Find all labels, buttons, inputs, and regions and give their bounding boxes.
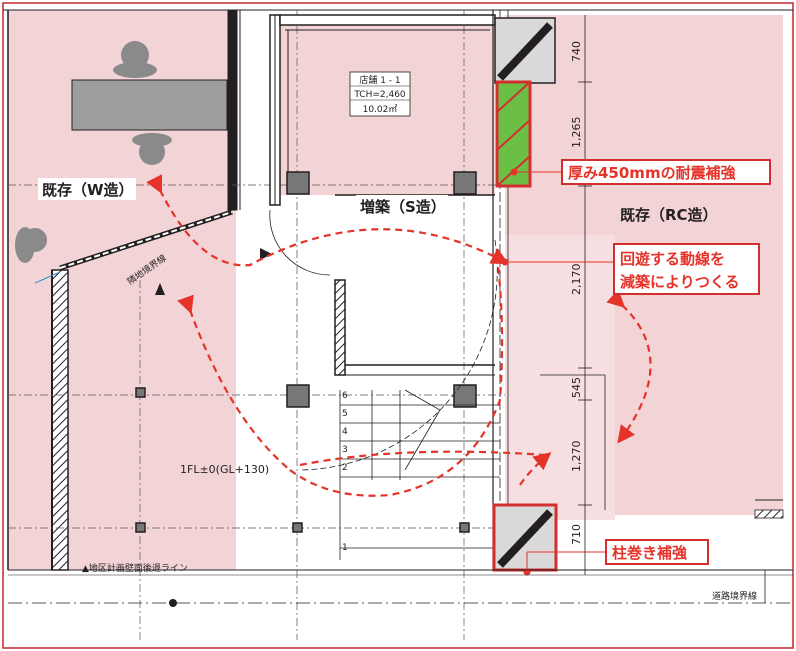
stair-step: 5 [342, 409, 348, 419]
room-tag-name: 店舗 1 - 1 [359, 74, 400, 86]
stair-step: 3 [342, 445, 348, 455]
column-wrap-hatch [497, 509, 553, 568]
label-bg [38, 178, 136, 200]
stair-step: 2 [342, 463, 348, 473]
road-boundary-label: 道路境界線 [712, 590, 757, 602]
person-icon [113, 41, 157, 78]
callout-seismic: 厚み450mmの耐震補強 [561, 159, 771, 185]
callout-circulation-line1: 回遊する動線を [620, 250, 725, 268]
bottom-lines [8, 569, 793, 604]
dimension-chain [578, 15, 592, 575]
dimension-1265: 1,265 [570, 117, 583, 149]
extension-walls [269, 14, 496, 376]
person-icon [15, 227, 47, 263]
label-bg [356, 195, 448, 217]
room-tag: 店舗 1 - 1 TCH=2,460 10.02㎡ [349, 71, 411, 117]
room-tag-area: 10.02㎡ [363, 104, 398, 115]
callout-dot [501, 258, 509, 266]
rc-column-top-hatch [497, 22, 553, 81]
callout-circulation-line2: 減築によりつくる [620, 273, 740, 291]
dimension-740: 740 [570, 41, 583, 62]
dimension-710: 710 [570, 524, 583, 545]
stair-step: 1 [342, 543, 348, 553]
stair-step: 6 [342, 391, 348, 401]
callout-seismic-text: 厚み450mmの耐震補強 [568, 164, 736, 182]
door-swing-large [299, 239, 498, 471]
callout-column-wrap: 柱巻き補強 [605, 539, 709, 565]
callout-column-wrap-text: 柱巻き補強 [612, 544, 687, 562]
rc-walkway-zone [505, 235, 615, 520]
existing-wood-label: 既存（W造） [42, 181, 134, 199]
callout-circulation: 回遊する動線を 減築によりつくる [613, 243, 760, 295]
dimension-1270: 1,270 [570, 441, 583, 473]
door-swing [269, 209, 331, 276]
dimension-2170: 2,170 [570, 264, 583, 296]
existing-rc-label: 既存（RC造） [620, 206, 718, 224]
circulation-arrows [146, 174, 652, 497]
stair [339, 389, 500, 560]
floor-level-label: 1FL±0(GL+130) [180, 463, 269, 476]
stair-step: 4 [342, 427, 348, 437]
dimension-545: 545 [570, 377, 583, 398]
room-tag-ceiling: TCH=2,460 [353, 90, 406, 100]
district-plan-line-label: ▲地区計画壁面後退ライン [82, 562, 188, 574]
table [71, 79, 228, 131]
survey-point [169, 599, 177, 607]
north-arrow-icon [155, 283, 165, 295]
person-icon [132, 133, 172, 165]
extension-steel-label: 増築（S造） [360, 198, 446, 216]
